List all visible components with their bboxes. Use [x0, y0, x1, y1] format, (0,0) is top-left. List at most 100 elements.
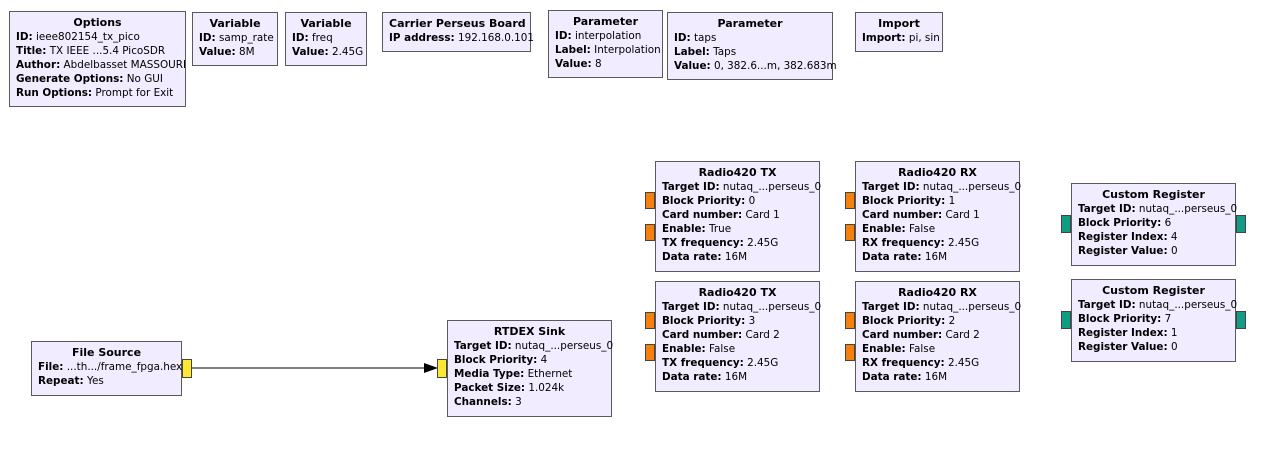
radio-tx-1-input-port-1[interactable] — [645, 224, 655, 241]
param-label: TX frequency: — [662, 237, 744, 249]
radio-rx-1-output-port-1[interactable] — [845, 224, 855, 241]
param-label: Data rate: — [662, 371, 722, 383]
param-value: 4 — [1170, 231, 1178, 243]
block-param-row: Repeat: Yes — [38, 374, 175, 388]
block-param-row: ID: taps — [674, 31, 826, 45]
block-param-row: Enable: True — [662, 222, 813, 236]
block-param-row: Block Priority: 6 — [1078, 216, 1229, 230]
param-label: Block Priority: — [662, 315, 746, 327]
radio-rx-1-output-port-0[interactable] — [845, 192, 855, 209]
block-title: RTDEX Sink — [493, 325, 566, 338]
param-label: Channels: — [454, 396, 512, 408]
custom-reg-1-in-port[interactable] — [1061, 215, 1071, 233]
param-label: ID: — [292, 32, 309, 44]
param-label: Block Priority: — [1078, 313, 1162, 325]
param-label: Data rate: — [862, 251, 922, 263]
block-title: Parameter — [717, 17, 783, 30]
param-value: Card 2 — [745, 329, 780, 341]
param-value: freq — [311, 32, 333, 44]
param-value: nutaq_...perseus_0 — [922, 301, 1022, 313]
block-param-row: Target ID: nutaq_...perseus_0 — [862, 300, 1021, 314]
block-param-row: IP address: 192.168.0.101 — [389, 31, 534, 45]
rtdex-sink-input-port[interactable] — [437, 359, 447, 378]
block-param-row: Data rate: 16M — [862, 370, 1013, 384]
block-param-row: Data rate: 16M — [662, 370, 813, 384]
param-label: Card number: — [862, 209, 943, 221]
param-value: Interpolation — [594, 44, 661, 56]
param-value: nutaq_...perseus_0 — [1138, 203, 1238, 215]
radio-rx-2-output-port-1[interactable] — [845, 344, 855, 361]
block-param-row: Card number: Card 1 — [862, 208, 1013, 222]
param-value: 7 — [1164, 313, 1172, 325]
param-value: nutaq_...perseus_0 — [722, 301, 822, 313]
radio-tx-1-input-port-0[interactable] — [645, 192, 655, 209]
param-label: Register Value: — [1078, 341, 1168, 353]
param-label: Generate Options: — [16, 73, 124, 85]
param-value: 2.45G — [948, 357, 980, 369]
param-value: 8 — [594, 58, 602, 70]
block-param-row: Card number: Card 2 — [662, 328, 813, 342]
param-value: 16M — [924, 251, 948, 263]
radio-tx-2-input-port-0[interactable] — [645, 312, 655, 329]
param-value: 2 — [948, 315, 956, 327]
param-value: 3 — [515, 396, 522, 408]
param-label: Block Priority: — [1078, 217, 1162, 229]
param-label: Media Type: — [454, 368, 525, 380]
param-label: Import: — [862, 32, 906, 44]
block-param-row: Author: Abdelbasset MASSOURI — [16, 58, 186, 72]
custom-reg-1-out-port[interactable] — [1236, 215, 1246, 233]
param-value: 8M — [238, 46, 255, 58]
param-label: Block Priority: — [662, 195, 746, 207]
param-value: Taps — [713, 46, 737, 58]
radio-tx-2-input-port-1[interactable] — [645, 344, 655, 361]
block-param-row: Card number: Card 2 — [862, 328, 1013, 342]
param-label: Packet Size: — [454, 382, 526, 394]
param-value: True — [709, 223, 732, 235]
file-source-output-port[interactable] — [182, 359, 192, 378]
block-title: Options — [73, 16, 122, 29]
param-label: Card number: — [662, 209, 743, 221]
param-value: 2.45G — [331, 46, 364, 58]
block-param-row: Enable: False — [862, 342, 1013, 356]
block-param-row: Block Priority: 1 — [862, 194, 1013, 208]
block-title: Radio420 TX — [698, 166, 777, 179]
param-value: interpolation — [574, 30, 642, 42]
param-label: Enable: — [862, 223, 906, 235]
radio-rx-2-output-port-0[interactable] — [845, 312, 855, 329]
param-value: 3 — [748, 315, 756, 327]
param-label: Data rate: — [662, 251, 722, 263]
block-param-row: ID: freq — [292, 31, 360, 45]
block-param-row: Title: TX IEEE ...5.4 PicoSDR — [16, 44, 179, 58]
block-param-row: Channels: 3 — [454, 395, 605, 409]
block-param-row: Target ID: nutaq_...perseus_0 — [454, 339, 613, 353]
param-label: Block Priority: — [862, 315, 946, 327]
block-param-row: Register Value: 0 — [1078, 244, 1229, 258]
param-label: Value: — [199, 46, 236, 58]
param-label: Card number: — [862, 329, 943, 341]
block-param-row: Packet Size: 1.024k — [454, 381, 605, 395]
param-value: 1 — [948, 195, 956, 207]
custom-reg-2-out-port[interactable] — [1236, 311, 1246, 329]
param-label: Block Priority: — [454, 354, 538, 366]
param-value: 2.45G — [747, 357, 779, 369]
block-param-row: Media Type: Ethernet — [454, 367, 605, 381]
custom-reg-2-in-port[interactable] — [1061, 311, 1071, 329]
block-title: Radio420 TX — [698, 286, 777, 299]
block-param-row: Value: 8 — [555, 57, 656, 71]
